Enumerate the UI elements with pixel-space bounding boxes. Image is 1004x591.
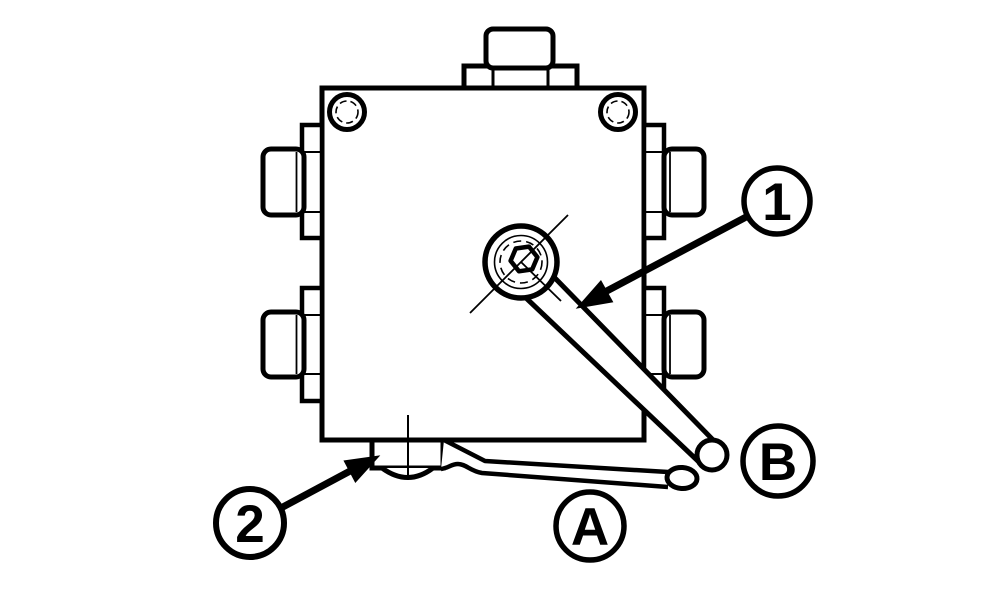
lever-b-shaft-bottom-edge xyxy=(523,295,701,464)
top-plug-cap xyxy=(483,26,556,71)
lever-a-ball-end xyxy=(664,464,700,492)
lever-b-centerline xyxy=(520,261,562,302)
callout-1: 1 xyxy=(741,165,813,237)
arrow-2-head xyxy=(343,455,381,483)
callout-b-label: B xyxy=(759,433,797,492)
callout-b: B xyxy=(740,423,816,499)
lever-b-shaft-fill xyxy=(525,275,718,463)
port-plug xyxy=(260,146,307,218)
screw-centerline-diagonal xyxy=(469,214,569,314)
lever-b-ball-end xyxy=(694,437,730,473)
arrow-2-shaft xyxy=(279,466,354,512)
callout-arrow-1 xyxy=(575,212,750,309)
hex-socket-screw xyxy=(469,214,569,314)
bolt-hole-top-right xyxy=(598,92,638,132)
bolt-hole-outer-circle xyxy=(598,92,638,132)
callout-2-circle xyxy=(213,486,287,560)
lever-a-shaft-top-edge xyxy=(442,437,669,475)
callout-b-circle xyxy=(740,423,816,499)
bolt-hole-inner-circle xyxy=(335,100,359,124)
callout-2: 2 xyxy=(213,486,287,560)
screw-thread-dashed-circle xyxy=(499,240,543,284)
arrow-1-head xyxy=(575,280,614,309)
arrow-1-shaft xyxy=(601,212,750,297)
port-left-lower xyxy=(260,285,325,404)
lever-a-shaft-bottom-edge xyxy=(440,461,669,490)
callout-a-label: A xyxy=(571,498,609,557)
port-right-upper xyxy=(641,122,707,241)
callout-arrow-2 xyxy=(279,455,381,512)
port-flange xyxy=(641,122,667,241)
lever-a-shaft-fill xyxy=(441,440,670,487)
port-left-upper xyxy=(260,122,325,241)
bolt-hole-inner-circle xyxy=(606,100,630,124)
callout-1-label: 1 xyxy=(762,173,791,232)
port-plug xyxy=(661,146,707,218)
bolt-hole-top-left xyxy=(327,92,367,132)
lever-b-shaft-top-edge xyxy=(550,273,719,446)
callout-a-circle xyxy=(553,489,627,563)
bolt-hole-outer-circle xyxy=(327,92,367,132)
port-plug xyxy=(260,309,307,380)
top-plug xyxy=(461,26,580,91)
callout-a: A xyxy=(553,489,627,563)
lever-position-b xyxy=(523,273,730,473)
port-plug xyxy=(661,309,707,380)
callout-2-label: 2 xyxy=(235,495,264,554)
lever-position-a xyxy=(440,437,700,492)
callout-1-circle xyxy=(741,165,813,237)
bottom-fitting xyxy=(369,415,446,480)
